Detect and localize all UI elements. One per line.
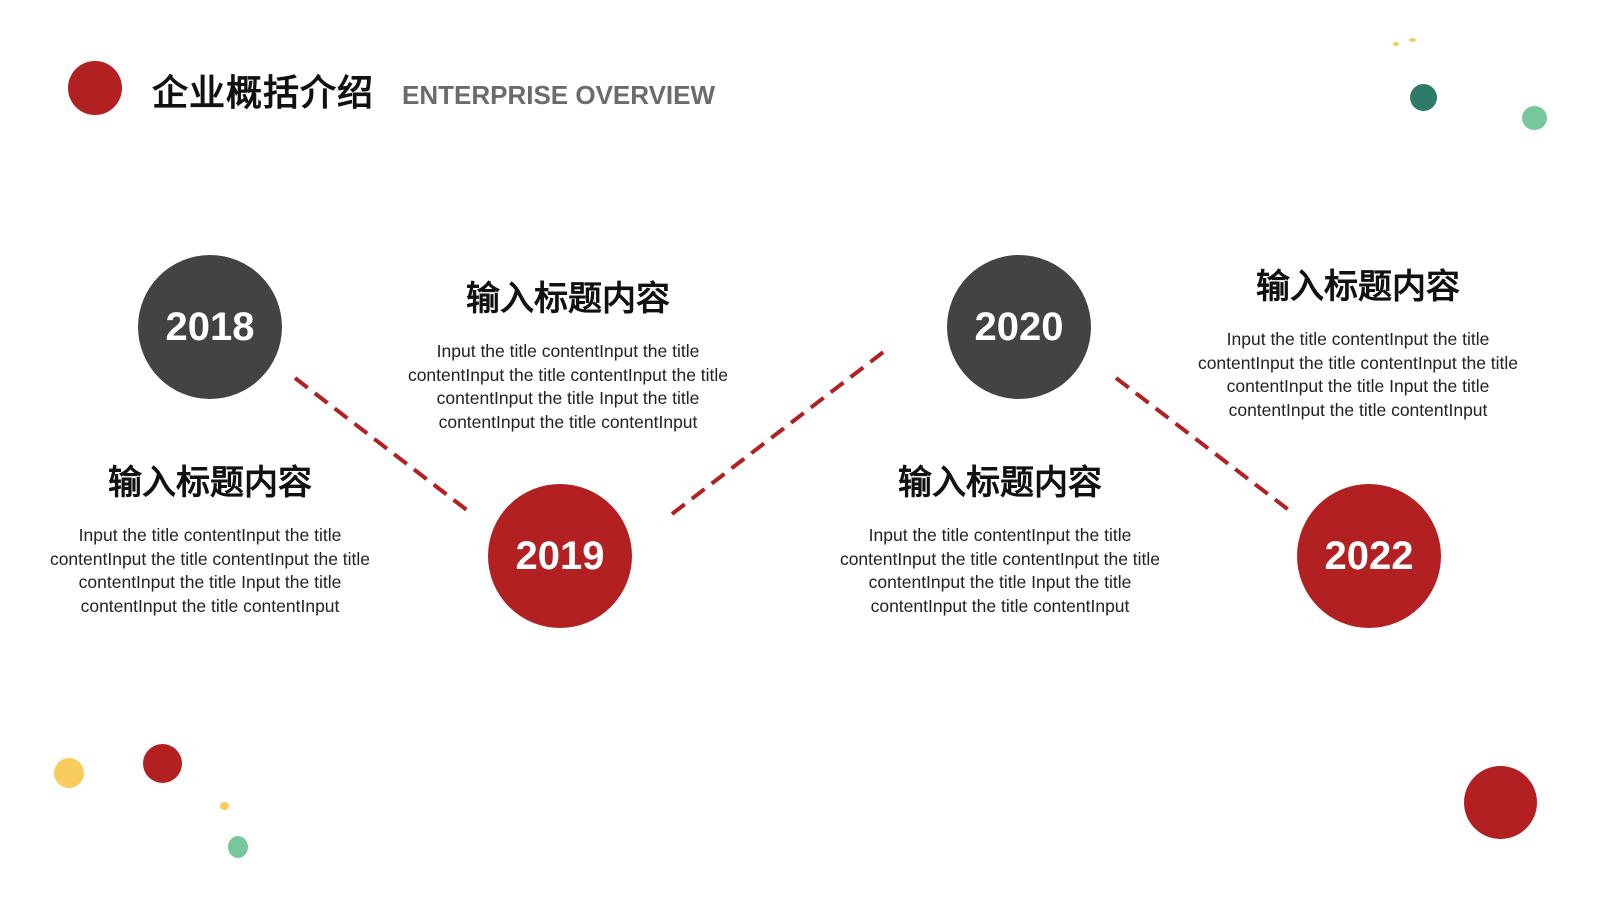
decor-dot-red	[143, 744, 182, 783]
decor-dot-yellow-small	[220, 802, 229, 810]
year-label: 2022	[1324, 533, 1414, 578]
block-text: Input the title contentInput the title c…	[839, 525, 1161, 616]
timeline-block-2018: 输入标题内容 Input the title contentInput the …	[30, 455, 390, 618]
decor-dot-red-large	[1464, 766, 1537, 839]
block-title: 输入标题内容	[1256, 267, 1460, 307]
timeline-block-2019: 输入标题内容 Input the title contentInput the …	[388, 271, 748, 434]
block-title: 输入标题内容	[898, 463, 1102, 503]
year-circle-2018: 2018	[138, 255, 282, 399]
connector-2018-2019	[293, 376, 474, 516]
page-subtitle: ENTERPRISE OVERVIEW	[402, 80, 716, 110]
decor-dot-mint	[228, 836, 248, 858]
header-accent-dot	[68, 61, 122, 115]
page-title: 企业概括介绍	[152, 73, 375, 114]
decor-dot-yellow-tiny	[1409, 38, 1416, 42]
decor-dot-mint	[1522, 106, 1547, 130]
decor-dot-teal	[1410, 84, 1437, 111]
block-text: Input the title contentInput the title c…	[407, 341, 729, 432]
block-title: 输入标题内容	[108, 463, 312, 503]
year-label: 2020	[974, 304, 1064, 349]
year-circle-2022: 2022	[1297, 484, 1441, 628]
connector-2020-2022	[1114, 376, 1296, 516]
decor-dot-yellow	[54, 758, 84, 788]
timeline-block-2022: 输入标题内容 Input the title contentInput the …	[1178, 259, 1538, 422]
connector-2019-2020	[670, 348, 888, 516]
year-label: 2019	[515, 533, 605, 578]
year-circle-2020: 2020	[947, 255, 1091, 399]
timeline-block-2020: 输入标题内容 Input the title contentInput the …	[820, 455, 1180, 618]
year-circle-2019: 2019	[488, 484, 632, 628]
block-text: Input the title contentInput the title c…	[1197, 329, 1519, 420]
decor-dot-yellow-tiny	[1393, 42, 1399, 46]
block-text: Input the title contentInput the title c…	[49, 525, 371, 616]
block-title: 输入标题内容	[466, 279, 670, 319]
year-label: 2018	[165, 304, 255, 349]
